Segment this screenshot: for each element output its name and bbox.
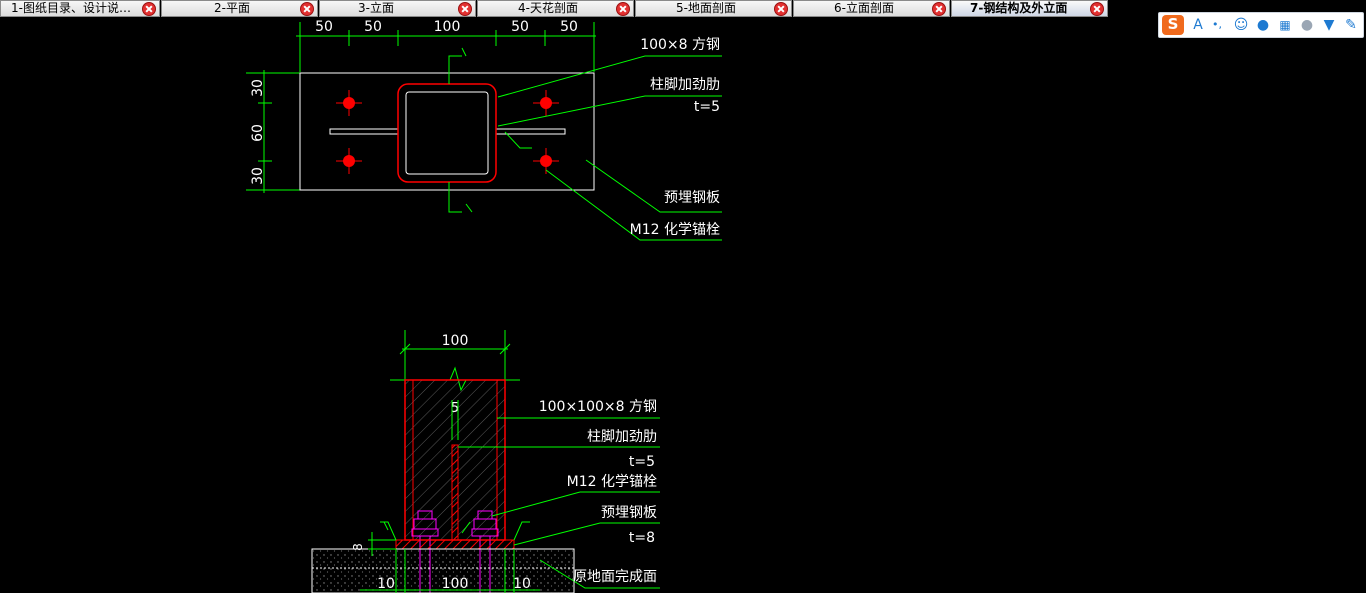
section-dim-bottom-3: 10 [513,576,531,592]
close-icon[interactable] [774,2,788,16]
tab-bar: 1-图纸目录、设计说… 2-平面 3-立面 4-天花剖面 5-地面剖面 6-立面… [0,0,1366,17]
tab-steel-structure[interactable]: 7-钢结构及外立面 [951,0,1108,17]
tab-drawing-index[interactable]: 1-图纸目录、设计说… [0,0,160,17]
section-label-anchor: M12 化学锚栓 [567,474,657,490]
section-weld-symbols [380,521,530,541]
punctuation-toggle[interactable]: •, [1212,18,1222,31]
section-label-stiffener-t: t=5 [629,454,655,470]
close-icon[interactable] [142,2,156,16]
plan-anchor-bolt [540,155,552,167]
plan-anchor-bolt [343,97,355,109]
plan-label-anchor: M12 化学锚栓 [630,222,720,238]
keyboard-icon[interactable]: ▦ [1279,18,1291,32]
close-icon[interactable] [300,2,314,16]
plan-dim-top-3: 100 [434,19,461,35]
plan-label-plate: 预埋钢板 [664,190,720,206]
plan-anchor-bolt [540,97,552,109]
plan-anchor-bolts [336,90,559,174]
close-icon[interactable] [932,2,946,16]
plan-leaders [497,55,722,241]
section-label-plate-t: t=8 [629,530,655,546]
close-icon[interactable] [616,2,630,16]
section-ground [311,548,575,593]
section-label-stiffener: 柱脚加劲肋 [587,429,657,445]
section-dim-top [399,330,511,380]
plan-label-stiffener-t: t=5 [694,99,720,115]
user-icon[interactable]: ● [1300,17,1314,33]
section-dim-bottom-2: 100 [442,576,469,592]
sogou-logo-icon[interactable]: S [1162,15,1184,35]
tab-plan[interactable]: 2-平面 [161,0,318,17]
section-leaders [458,417,660,589]
plan-label-tube: 100×8 方钢 [640,37,720,53]
plan-anchor-bolt [343,155,355,167]
plan-dim-top-5: 50 [560,19,578,35]
section-dim-plate-label: 8 [351,543,365,551]
tab-floor-section[interactable]: 5-地面剖面 [635,0,792,17]
section-stiffener [451,444,459,541]
plan-dim-left-1: 30 [250,79,266,97]
plan-dim-top-1: 50 [315,19,333,35]
section-label-tube: 100×100×8 方钢 [539,399,657,415]
shirt-icon[interactable]: ▼ [1323,17,1335,33]
plan-embedded-plate [299,72,595,191]
mode-toggle[interactable]: A [1193,17,1203,33]
section-dim-top-label: 100 [442,333,469,349]
plan-dim-top-4: 50 [511,19,529,35]
tab-elevation-section[interactable]: 6-立面剖面 [793,0,950,17]
section-embedded-plate [395,539,515,550]
plan-section-markers [448,47,532,213]
plan-square-tube-outer [397,83,497,183]
section-dim-bottom-1: 10 [377,576,395,592]
section-view: 100 5 [311,330,660,593]
tab-ceiling-section[interactable]: 4-天花剖面 [477,0,634,17]
plan-dim-left [246,70,300,193]
ime-toolbar: S A •, ☺ ● ▦ ● ▼ ✎ [1158,12,1364,38]
section-dim-bottom [360,549,540,593]
plan-dim-top-2: 50 [364,19,382,35]
close-icon[interactable] [1090,2,1104,16]
wrench-icon[interactable]: ✎ [1345,17,1357,33]
microphone-icon[interactable]: ● [1256,17,1270,33]
plan-dim-top [296,22,596,72]
close-icon[interactable] [458,2,472,16]
section-label-plate: 预埋钢板 [601,505,657,521]
section-dim-stiffener: 5 [451,401,459,416]
tab-elevation[interactable]: 3-立面 [319,0,476,17]
plan-view: 50 50 100 50 50 30 60 30 [246,19,722,241]
section-label-ground: 原地面完成面 [573,569,657,585]
section-dim-plate [368,532,396,556]
plan-square-tube-inner [405,91,489,175]
plan-dim-left-2: 60 [250,124,266,142]
plan-dim-left-3: 30 [250,167,266,185]
plan-label-stiffener: 柱脚加劲肋 [650,77,720,93]
smiley-icon[interactable]: ☺ [1233,17,1249,33]
